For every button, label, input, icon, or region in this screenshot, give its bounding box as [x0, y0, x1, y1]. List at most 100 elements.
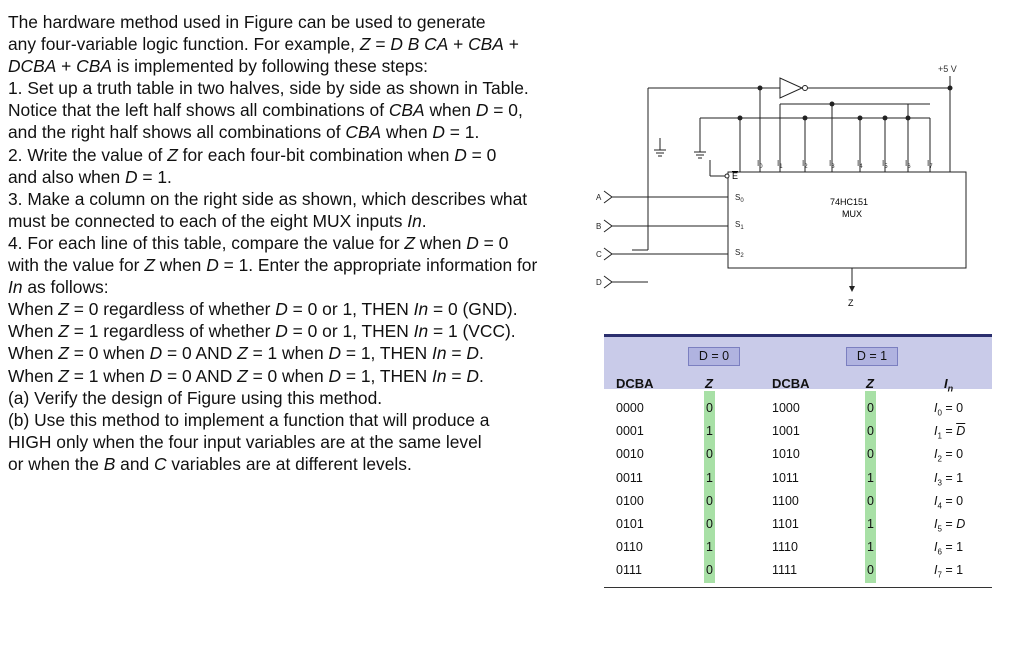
problem-text: The hardware method used in Figure can b… — [8, 11, 576, 475]
data-input-label: I5 — [882, 159, 888, 170]
problem-line: In as follows: — [8, 277, 109, 298]
chip-name: 74HC151 — [830, 197, 868, 207]
table-cell: 0 — [867, 424, 874, 439]
problem-line: When Z = 1 when D = 0 AND Z = 0 when D =… — [8, 365, 484, 386]
data-input-label: I7 — [927, 159, 933, 170]
table-cell: 0111 — [616, 563, 642, 578]
table-cell: 0 — [867, 401, 874, 415]
mux-chip-body — [727, 171, 967, 269]
table-cell: 1 — [867, 540, 874, 555]
d1-label: D = 1 — [846, 347, 898, 366]
table-cell: 0 — [706, 563, 713, 578]
problem-line: DCBA + CBA is implemented by following t… — [8, 56, 429, 77]
table-cell: 1000 — [772, 401, 800, 415]
problem-line: with the value for Z when D = 1. Enter t… — [8, 255, 538, 276]
header-dcba-right: DCBA — [772, 376, 810, 391]
problem-line: HIGH only when the four input variables … — [8, 431, 482, 452]
table-bottom-rule — [604, 587, 992, 588]
output-label: Z — [848, 298, 854, 308]
table-cell-in: I0 = 0 — [934, 401, 964, 418]
ground-symbol-left — [654, 138, 666, 157]
header-dcba-left: DCBA — [616, 376, 654, 391]
problem-line: (a) Verify the design of Figure using th… — [8, 387, 383, 408]
table-cell: 1 — [706, 540, 713, 555]
table-cell-in: I2 = 0 — [934, 447, 964, 464]
select-label: S1 — [735, 220, 744, 231]
header-z-left: Z — [705, 376, 713, 391]
table-cell: 1001 — [772, 424, 800, 439]
table-cell: 1101 — [772, 517, 799, 531]
z-left-column-highlight — [704, 391, 715, 583]
data-input-label: I2 — [802, 159, 808, 170]
data-input-label: I3 — [829, 159, 835, 170]
table-cell: 1 — [867, 470, 874, 485]
input-label: D — [596, 278, 602, 287]
table-cell-in: I3 = 1 — [934, 470, 964, 488]
table-cell: 0000 — [616, 401, 644, 415]
problem-line: any four-variable logic function. For ex… — [8, 34, 519, 55]
table-top-rule — [604, 334, 992, 337]
table-cell: 0 — [706, 401, 713, 415]
problem-line: 3. Make a column on the right side as sh… — [8, 188, 528, 209]
input-buffer — [603, 190, 613, 204]
ground-symbol-center — [694, 140, 706, 159]
table-cell: 0 — [867, 493, 874, 508]
data-input-label: I4 — [857, 159, 863, 170]
problem-line: The hardware method used in Figure can b… — [8, 12, 486, 32]
problem-line: 1. Set up a truth table in two halves, s… — [8, 78, 529, 99]
table-cell-in: I6 = 1 — [934, 540, 964, 557]
table-cell: 1 — [706, 470, 713, 485]
problem-line: and the right half shows all combination… — [8, 122, 480, 143]
problem-line: (b) Use this method to implement a funct… — [8, 409, 490, 430]
table-cell: 0 — [867, 563, 874, 578]
table-cell: 1111 — [772, 563, 798, 578]
table-cell: 0 — [867, 447, 874, 462]
problem-line: When Z = 0 when D = 0 AND Z = 1 when D =… — [8, 343, 484, 364]
header-z-right: Z — [866, 376, 874, 391]
table-cell: 0011 — [616, 470, 643, 485]
table-cell: 0101 — [616, 517, 644, 531]
table-cell: 0001 — [616, 424, 644, 439]
data-input-label: I6 — [905, 159, 911, 170]
problem-line: 4. For each line of this table, compare … — [8, 232, 509, 253]
d0-label: D = 0 — [688, 347, 740, 366]
supply-label: +5 V — [938, 64, 957, 74]
table-cell-in: I7 = 1 — [934, 563, 964, 580]
table-cell: 1 — [867, 517, 874, 531]
chip-type: MUX — [842, 209, 862, 219]
data-input-label: I1 — [777, 159, 783, 170]
problem-line: and also when D = 1. — [8, 166, 172, 187]
problem-line: When Z = 0 regardless of whether D = 0 o… — [8, 299, 518, 320]
z-right-column-highlight — [865, 391, 876, 583]
table-cell: 1011 — [772, 470, 799, 485]
select-label: S0 — [735, 193, 744, 204]
table-cell: 0 — [706, 517, 713, 531]
input-buffer — [603, 247, 613, 261]
table-cell: 1100 — [772, 493, 799, 508]
enable-label: E — [732, 171, 738, 181]
problem-line: 2. Write the value of Z for each four-bi… — [8, 144, 497, 165]
input-buffer — [603, 219, 613, 233]
table-cell: 0110 — [616, 540, 643, 555]
header-in-var: I — [944, 376, 948, 391]
select-label: S2 — [735, 248, 744, 259]
problem-line: Notice that the left half shows all comb… — [8, 100, 523, 121]
table-cell-in: I1 = D — [934, 424, 966, 441]
table-cell: 1010 — [772, 447, 800, 462]
problem-line: must be connected to each of the eight M… — [8, 210, 427, 231]
table-cell: 1 — [706, 424, 713, 439]
table-cell-in: I4 = 0 — [934, 493, 964, 511]
inverter-gate — [779, 77, 804, 99]
input-label: A — [596, 193, 602, 202]
input-buffer — [603, 275, 613, 289]
input-label: B — [596, 222, 601, 231]
table-header-band — [604, 337, 992, 389]
mux-circuit-diagram: +5 V E I0 I1 I2 I3 — [596, 64, 967, 308]
table-cell: 0 — [706, 447, 713, 462]
table-cell: 0 — [706, 493, 713, 508]
input-label: C — [596, 250, 602, 259]
header-in: In — [944, 376, 953, 394]
data-input-label: I0 — [757, 159, 763, 170]
header-in-sub: n — [947, 383, 954, 394]
